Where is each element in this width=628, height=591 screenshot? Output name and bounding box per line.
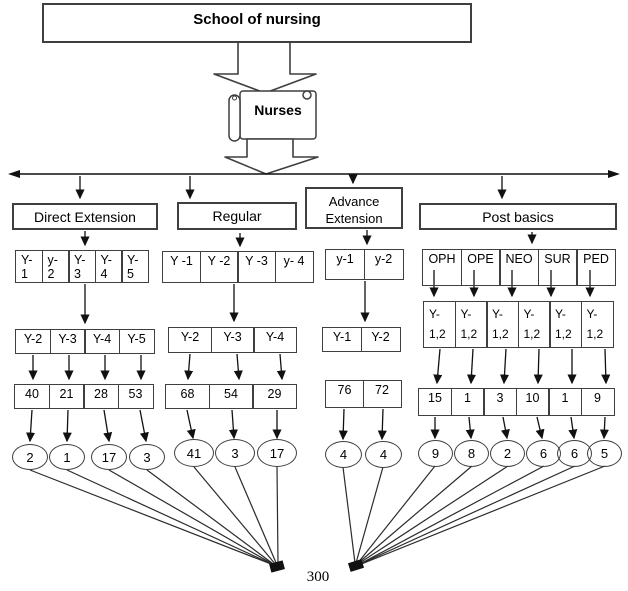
year-cell: y- 2 (41, 250, 70, 283)
total-label: 300 (306, 569, 330, 585)
year-cell: Y- 3 (68, 250, 96, 283)
span-line (8, 170, 620, 178)
row2-to-count-arrows (28, 348, 611, 385)
school-title-box: School of nursing (42, 3, 472, 43)
sample-ellipse: 17 (257, 439, 297, 467)
year-cell: y-2 (363, 249, 404, 280)
sample-ellipse: 41 (174, 439, 214, 467)
regular-stage-row: Y-2 Y-3 Y-4 (168, 327, 297, 353)
count-cell: 1 (548, 388, 582, 416)
stage-cell: Y- 1,2 (454, 301, 488, 348)
direct-extension-count-row: 40 21 28 53 (14, 384, 154, 409)
direct-extension-year-row: Y- 1 y- 2 Y- 3 Y- 4 Y- 5 (15, 250, 149, 283)
sample-ellipse: 6 (526, 440, 561, 467)
stage-cell: Y-2 (15, 329, 51, 354)
year-cell: Y- 5 (121, 250, 149, 283)
specialty-cell: NEO (499, 249, 539, 286)
stage-cell: Y- 1,2 (423, 301, 456, 348)
specialty-cell: OPH (422, 249, 462, 286)
sample-ellipse: 3 (129, 444, 165, 470)
count-cell: 3 (483, 388, 517, 416)
year-cell: Y- 1 (15, 250, 43, 283)
count-cell: 29 (252, 384, 297, 409)
sample-ellipse: 4 (325, 441, 362, 468)
row1-to-row2-arrows (80, 270, 595, 325)
branch-box-advance-extension: Advance Extension (305, 187, 403, 229)
count-cell: 76 (325, 380, 364, 408)
sample-ellipse: 5 (587, 440, 622, 467)
block-arrow-top-icon (213, 41, 317, 94)
sample-ellipse: 2 (12, 444, 48, 470)
specialty-cell: SUR (537, 249, 578, 286)
stage-cell: Y-3 (210, 327, 255, 353)
fan-lines-left (29, 466, 279, 567)
post-basics-stage-row: Y- 1,2 Y- 1,2 Y- 1,2 Y- 1,2 Y- 1,2 Y- 1,… (423, 301, 614, 348)
count-cell: 53 (117, 384, 154, 409)
sample-ellipse: 1 (49, 444, 85, 470)
stage-cell: Y- 1,2 (549, 301, 582, 348)
post-basics-count-row: 15 1 3 10 1 9 (418, 388, 615, 416)
count-cell: 72 (362, 380, 402, 408)
count-cell: 68 (165, 384, 210, 409)
sample-ellipse: 3 (215, 439, 255, 467)
post-basics-specialty-row: OPH OPE NEO SUR PED (422, 249, 616, 286)
regular-count-row: 68 54 29 (165, 384, 297, 409)
stage-cell: Y-1 (322, 327, 362, 352)
stage-cell: Y-3 (49, 329, 86, 354)
regular-year-row: Y -1 Y -2 Y -3 y- 4 (162, 251, 314, 283)
advance-extension-stage-row: Y-1 Y-2 (322, 327, 401, 352)
sample-ellipse: 9 (418, 440, 453, 467)
count-cell: 21 (48, 384, 85, 409)
nurses-scroll-label: Nurses (254, 102, 302, 118)
count-cell: 40 (14, 384, 50, 409)
stage-cell: Y-4 (253, 327, 297, 353)
year-cell: Y- 4 (94, 250, 123, 283)
count-cell: 9 (580, 388, 615, 416)
year-cell: y-1 (325, 249, 365, 280)
year-cell: Y -2 (199, 251, 239, 283)
count-cell: 28 (83, 384, 119, 409)
stage-cell: Y- 1,2 (486, 301, 519, 348)
stage-cell: Y- 1,2 (580, 301, 614, 348)
sample-ellipse: 8 (454, 440, 489, 467)
nurses-scroll-shape (228, 90, 317, 142)
merge-node-left (269, 560, 285, 573)
specialty-cell: OPE (460, 249, 501, 286)
direct-extension-stage-row: Y-2 Y-3 Y-4 Y-5 (15, 329, 155, 354)
stage-cell: Y-4 (84, 329, 120, 354)
stage-cell: Y- 1,2 (517, 301, 551, 348)
year-cell: y- 4 (274, 251, 314, 283)
merge-node-right (347, 559, 365, 572)
branch-box-regular: Regular (177, 202, 297, 230)
year-cell: Y -1 (162, 251, 201, 283)
sample-ellipse: 4 (365, 441, 402, 468)
advance-extension-year-row: y-1 y-2 (325, 249, 404, 280)
year-cell: Y -3 (237, 251, 276, 283)
stage-cell: Y-2 (360, 327, 401, 352)
specialty-cell: PED (576, 249, 616, 286)
branch-box-post-basics: Post basics (419, 203, 617, 230)
sample-ellipse: 17 (91, 444, 127, 470)
sample-ellipse: 2 (490, 440, 525, 467)
count-cell: 1 (450, 388, 485, 416)
fan-lines-right (342, 465, 606, 566)
count-to-sample-arrows (26, 408, 609, 443)
count-cell: 10 (515, 388, 550, 416)
branch-box-direct-extension: Direct Extension (12, 203, 158, 230)
block-arrow-bottom-icon (224, 138, 319, 175)
stage-cell: Y-2 (168, 327, 212, 353)
box-to-row1-arrows (80, 230, 537, 248)
branch-arrows (75, 174, 507, 200)
count-cell: 15 (418, 388, 452, 416)
advance-extension-count-row: 76 72 (325, 380, 402, 408)
count-cell: 54 (208, 384, 254, 409)
stage-cell: Y-5 (118, 329, 155, 354)
